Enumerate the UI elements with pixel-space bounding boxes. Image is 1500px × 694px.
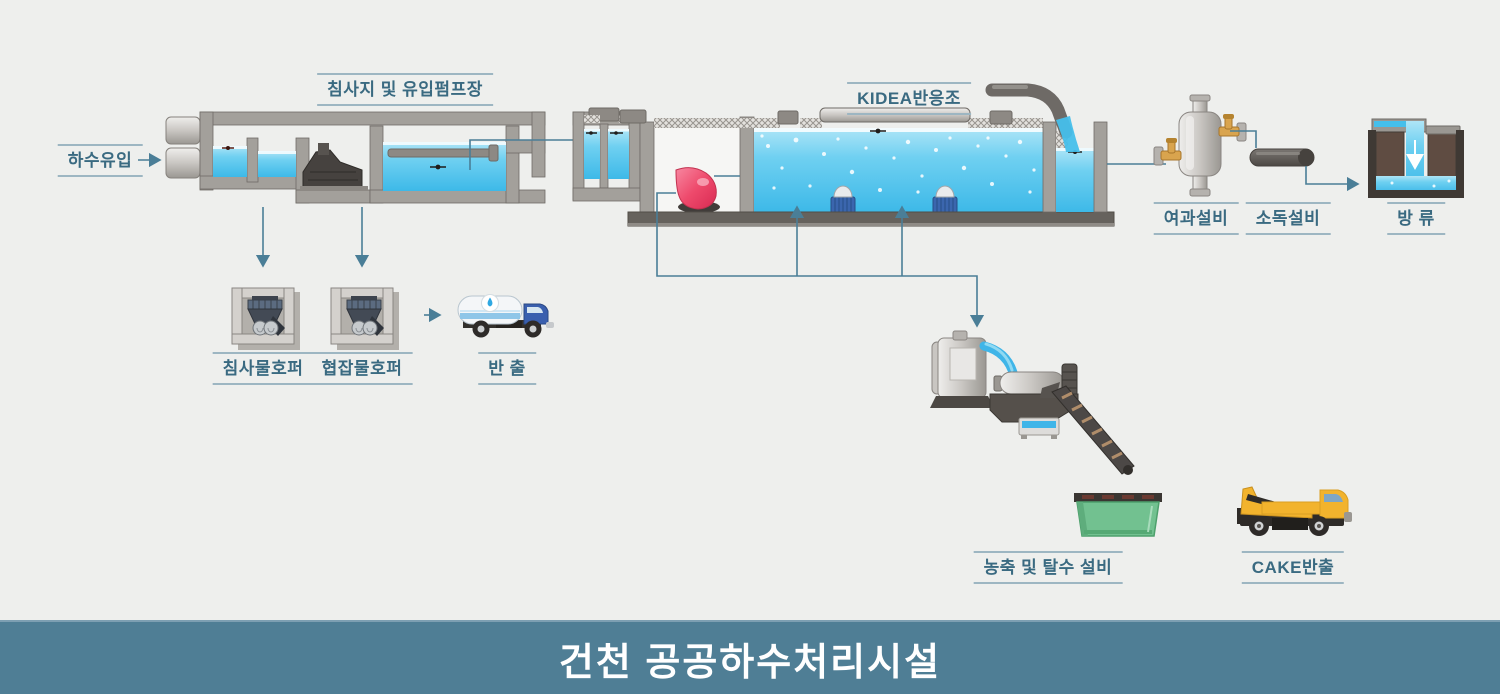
discharge-arrow [1305,166,1360,192]
disinfection-cylinder-icon [1249,148,1315,167]
screenings-hopper-label: 협잡물호퍼 [311,352,413,385]
sludge-container-icon [1074,493,1162,537]
kidea-reactor-label: KIDEA반응조 [847,82,971,115]
filter-to-disinfection-line [1230,130,1257,148]
thickening-dewatering-unit-icon [930,330,1135,475]
cake-truck-icon [1237,486,1352,536]
outfall-pipe-icon [985,83,1073,139]
hopper-arrows [255,207,370,268]
haul-out-label: 반 출 [478,352,536,385]
grit-hopper-icon [231,287,301,351]
transfer-pipe-line [469,139,573,170]
filtration-label: 여과설비 [1153,202,1239,235]
grit-chamber-pump-station-illustration [165,111,546,204]
kidea-reactor-illustration [619,83,1115,227]
title-banner: 건천 공공하수처리시설 [0,620,1500,694]
inflow-label: 하수유입 [57,144,143,177]
sludge-line-arrows [656,192,985,328]
facility-title: 건천 공공하수처리시설 [558,641,942,684]
discharge-outfall-icon [1368,118,1464,198]
thickening-dewatering-label: 농축 및 탈수 설비 [973,551,1123,584]
discharge-label: 방 류 [1387,202,1445,235]
grit-hopper-label: 침사물호퍼 [212,352,314,385]
filtration-vessel-icon [1153,94,1247,197]
tanker-truck-icon [457,294,554,338]
sludge-pump-icon [675,167,717,210]
screenings-hopper-icon [330,287,400,351]
grit-pump-station-label: 침사지 및 유입펌프장 [317,73,493,106]
cake-out-label: CAKE반출 [1241,551,1345,584]
disinfection-label: 소독설비 [1245,202,1331,235]
